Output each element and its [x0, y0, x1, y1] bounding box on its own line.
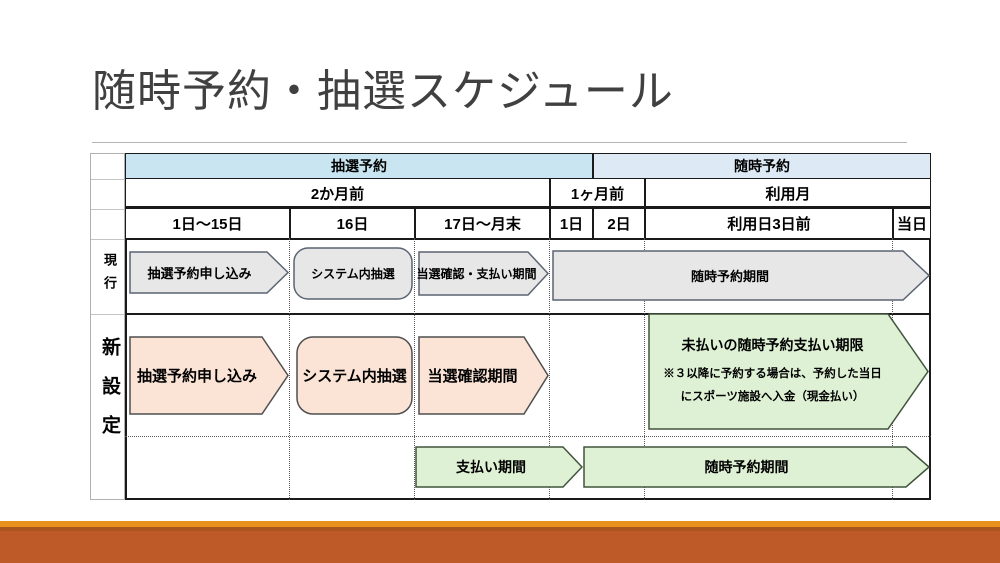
step-label: 随時予約期間 — [690, 269, 769, 284]
deadline-label: 未払いの随時予約支払い期限 ※３以降に予約する場合は、予約した当日にスポーツ施設… — [648, 313, 929, 430]
step-label: 当選確認・支払い期間 — [416, 267, 537, 281]
deadline-note: ※３以降に予約する場合は、予約した当日にスポーツ施設へ入金（現金払い） — [663, 367, 882, 403]
row-label-current: 現行 — [102, 253, 117, 299]
header-cell-3-days-before-use: 利用日3日前 — [645, 208, 893, 239]
current-step-application: 抽選予約申し込み — [129, 251, 290, 294]
current-step-anytime-period: 随時予約期間 — [552, 250, 930, 301]
arrow-shape — [129, 336, 289, 415]
thick-divider-current-new — [125, 313, 931, 315]
new-step-anytime-period: 随時予約期間 — [583, 446, 930, 488]
label-col-separator — [91, 209, 124, 210]
header-cell-1-month-before: 1ヶ月前 — [550, 178, 645, 209]
header-cell-day-2: 2日 — [593, 208, 645, 239]
dotted-col-line-usage — [644, 238, 645, 500]
arrow-shape — [648, 313, 929, 430]
arrow-shape — [418, 336, 549, 415]
arrow-shape — [418, 251, 549, 296]
label-col-separator — [91, 179, 124, 180]
new-step-payment-period: 支払い期間 — [415, 446, 583, 488]
header-cell-usage-month: 利用月 — [645, 178, 931, 209]
arrow-shape — [583, 446, 930, 488]
new-payment-deadline: 未払いの随時予約支払い期限 ※３以降に予約する場合は、予約した当日にスポーツ施設… — [648, 313, 929, 430]
dotted-col-line-1st — [549, 238, 550, 500]
step-label: 当選確認期間 — [427, 368, 518, 385]
row-label-column — [90, 153, 125, 500]
header-cell-day-16: 16日 — [290, 208, 415, 239]
step-label: 抽選予約申し込み — [136, 368, 257, 385]
step-label: システム内抽選 — [311, 267, 395, 281]
rounded-rect-shape — [296, 336, 413, 415]
dotted-col-line-17 — [414, 238, 415, 500]
deadline-title: 未払いの随時予約支払い期限 — [681, 336, 864, 353]
step-label: 随時予約期間 — [704, 459, 789, 475]
label-col-separator — [91, 239, 124, 240]
header-cell-same-day: 当日 — [893, 208, 931, 239]
arrow-shape — [415, 446, 583, 488]
header-cell-day-1-to-15: 1日～15日 — [125, 208, 290, 239]
footer-shade-bar — [0, 527, 1000, 531]
current-step-system-lottery: システム内抽選 — [293, 247, 413, 300]
header-cell-2-months-before: 2か月前 — [125, 178, 550, 209]
header-cell-day-1: 1日 — [550, 208, 593, 239]
current-step-confirm-payment: 当選確認・支払い期間 — [416, 251, 549, 296]
header-cell-day-17-to-end: 17日～月末 — [415, 208, 550, 239]
table-body-outline — [125, 238, 931, 500]
new-step-confirm-period: 当選確認期間 — [418, 336, 549, 415]
thick-divider-header — [125, 206, 931, 208]
row-label-new: 新設定 — [99, 337, 120, 454]
step-label: 支払い期間 — [456, 459, 526, 475]
header-cell-anytime-reservation: 随時予約 — [593, 153, 931, 179]
arrow-shape — [129, 251, 290, 294]
dotted-row-divider — [125, 436, 931, 437]
footer-accent-bar — [0, 521, 1000, 527]
step-label: システム内抽選 — [302, 368, 407, 385]
label-col-separator — [91, 314, 124, 315]
rounded-rect-shape — [293, 247, 413, 300]
new-step-application: 抽選予約申し込み — [129, 336, 289, 415]
header-cell-lottery-reservation: 抽選予約 — [125, 153, 593, 179]
dotted-col-line-16 — [289, 238, 290, 500]
footer-bar — [0, 531, 1000, 563]
new-step-system-lottery: システム内抽選 — [296, 336, 413, 415]
slide-title: 随時予約・抽選スケジュール — [92, 67, 674, 116]
title-underline — [92, 142, 907, 143]
step-label: 抽選予約申し込み — [147, 266, 252, 281]
arrow-shape — [552, 250, 930, 301]
